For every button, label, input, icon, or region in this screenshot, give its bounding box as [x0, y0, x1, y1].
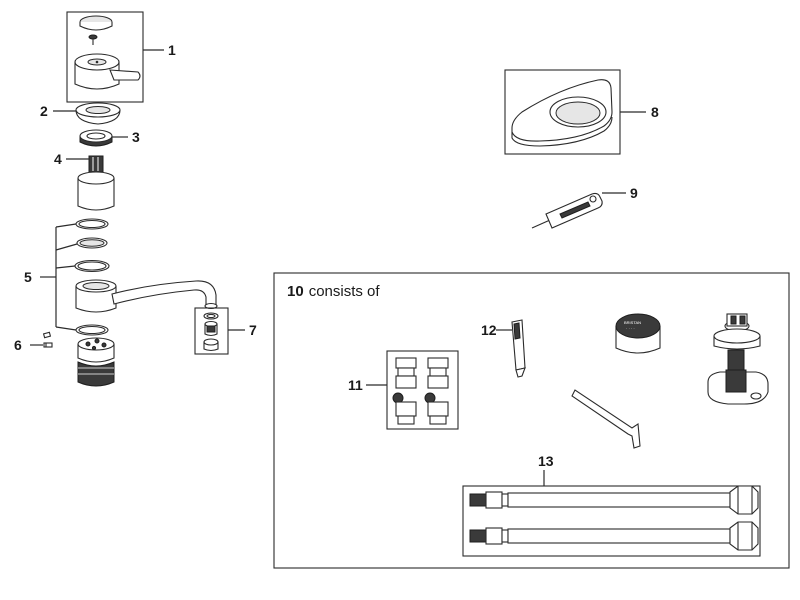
- kit-round-cap: BRISTAN · · · ·: [615, 313, 661, 354]
- part-13-flexible-hoses: [462, 485, 761, 557]
- callout-11: 11: [348, 377, 363, 393]
- part-7-aerator-set: [194, 307, 229, 355]
- part-1-handle-assembly: [66, 11, 144, 103]
- part-6-grub-screws: [42, 331, 53, 348]
- part-12-pencil-tool: [511, 319, 526, 378]
- callout-2: 2: [40, 103, 48, 119]
- part-2-dome-cover: [75, 102, 121, 125]
- callout-13: 13: [538, 453, 554, 469]
- part-9-aerator-key: [531, 192, 603, 229]
- callout-8: 8: [651, 104, 659, 120]
- svg-text:· · · ·: · · · ·: [626, 326, 635, 331]
- kit-fixing-shank-assembly: [707, 313, 769, 405]
- callout-3: 3: [132, 129, 140, 145]
- callout-5: 5: [24, 269, 32, 285]
- part-8-deck-plate: [504, 69, 621, 155]
- callout-12: 12: [481, 322, 497, 338]
- leader-lines: [30, 49, 646, 486]
- part-3-retaining-nut: [79, 129, 113, 147]
- kit-number: 10: [287, 283, 304, 300]
- callout-4: 4: [54, 151, 62, 167]
- callout-9: 9: [630, 185, 638, 201]
- callout-7: 7: [249, 322, 257, 338]
- svg-text:BRISTAN: BRISTAN: [624, 320, 641, 325]
- callout-6: 6: [14, 337, 22, 353]
- kit-caption-text: consists of: [309, 283, 381, 300]
- callout-1: 1: [168, 42, 176, 58]
- part-5-o-ring-set: [74, 218, 218, 387]
- kit-10-box: [273, 272, 790, 569]
- kit-allen-key: [571, 389, 641, 449]
- part-4-cartridge: [77, 155, 115, 211]
- kit-caption: 10 consists of: [287, 283, 380, 300]
- part-11-isolating-valves: [386, 350, 459, 430]
